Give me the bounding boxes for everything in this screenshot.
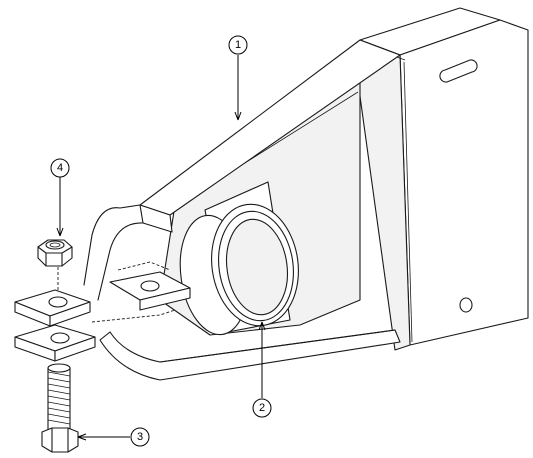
callout-4: 4 [50, 158, 70, 178]
callout-3: 3 [130, 427, 150, 447]
bushing-boss [179, 181, 299, 336]
callout-2-label: 2 [259, 402, 265, 414]
upper-arm [83, 39, 401, 301]
callout-1: 1 [228, 35, 248, 55]
bolt [41, 363, 79, 453]
clamp-tab-left-bottom [14, 324, 96, 362]
leader-lines [56, 55, 266, 441]
arrow-1 [234, 111, 242, 121]
clamp-tab-left-top [14, 289, 91, 327]
hex-nut [37, 239, 73, 267]
arrow-2 [258, 321, 266, 331]
callout-1-label: 1 [235, 39, 241, 51]
mounting-plate [354, 7, 529, 351]
arrow-4 [56, 227, 64, 237]
callout-2: 2 [252, 398, 272, 418]
arrow-3 [77, 433, 87, 441]
bottom-flange [99, 329, 401, 381]
callout-3-label: 3 [137, 431, 143, 443]
callout-4-label: 4 [57, 162, 63, 174]
clamp-tab-upper [109, 271, 191, 311]
mounting-hole [459, 297, 473, 313]
mounting-slot [439, 59, 478, 83]
